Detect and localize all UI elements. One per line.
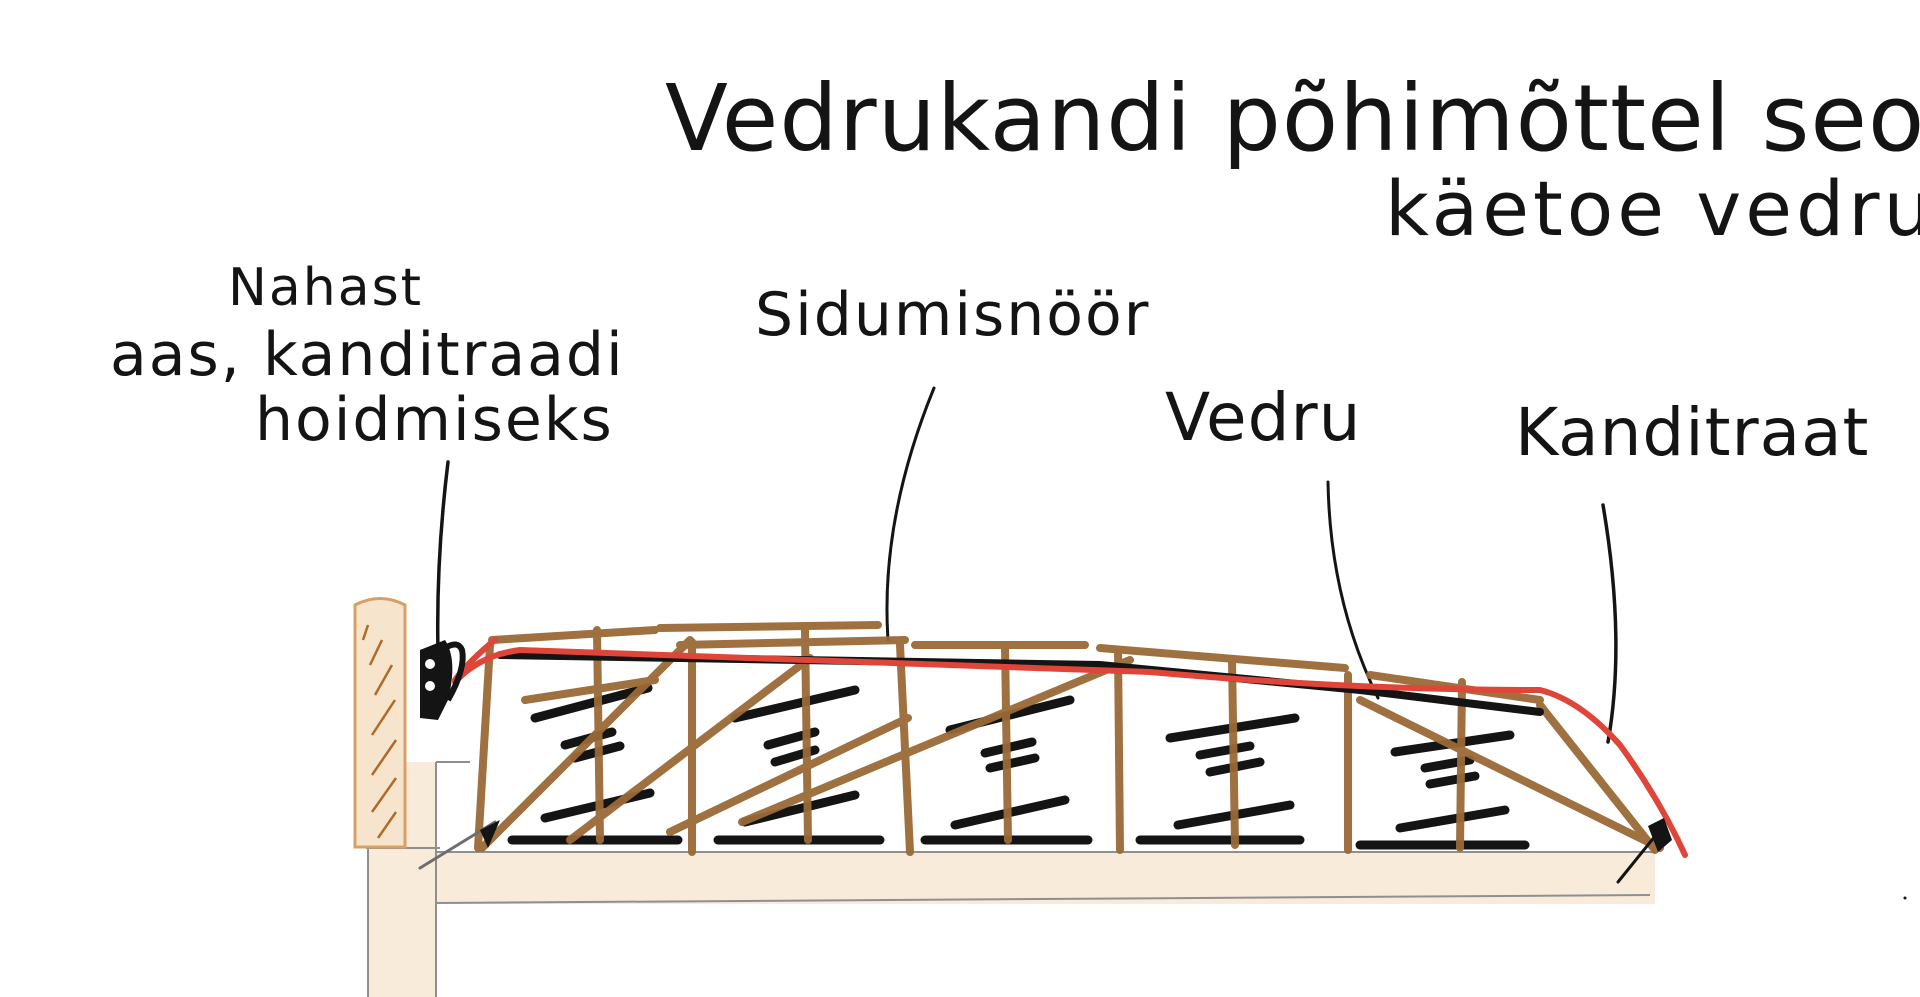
leader-line-edge-wire — [1601, 503, 1618, 744]
stray-mark — [1813, 228, 1817, 232]
label-leather-loop-line-2: aas, kanditraadi — [110, 320, 625, 390]
wood-grain — [370, 699, 397, 736]
spring-5 — [1390, 730, 1515, 833]
label-leather-loop-line-3: hoidmiseks — [255, 385, 614, 455]
spring-1 — [530, 683, 655, 823]
nail-left — [418, 820, 500, 870]
wood-grain — [370, 777, 398, 813]
frame-line — [435, 894, 1651, 904]
leader-line-leather-loop — [435, 460, 450, 654]
wood-grain — [376, 811, 398, 839]
wood-grain — [368, 639, 384, 666]
stray-mark — [1903, 896, 1907, 900]
leather-loop — [420, 640, 466, 720]
spring-base-bars — [507, 835, 1530, 850]
diagram-title-line-2: käetoe vedrud. — [1385, 164, 1920, 253]
label-edge-wire: Kanditraat — [1515, 394, 1869, 471]
leader-line-tie-cord — [885, 386, 936, 642]
wood-grain — [370, 739, 398, 776]
nail-right — [1616, 818, 1672, 884]
edge-wire-red — [452, 637, 1688, 858]
diagram-title-line-1: Vedrukandi põhimõttel seotud — [665, 65, 1920, 172]
wood-grain — [373, 664, 394, 696]
wood-grain — [361, 624, 370, 641]
label-spring: Vedru — [1165, 379, 1362, 456]
label-leather-loop-line-1: Nahast — [228, 258, 423, 318]
label-tie-cord: Sidumisnöör — [755, 280, 1150, 350]
tie-cord-twine — [474, 621, 1664, 856]
